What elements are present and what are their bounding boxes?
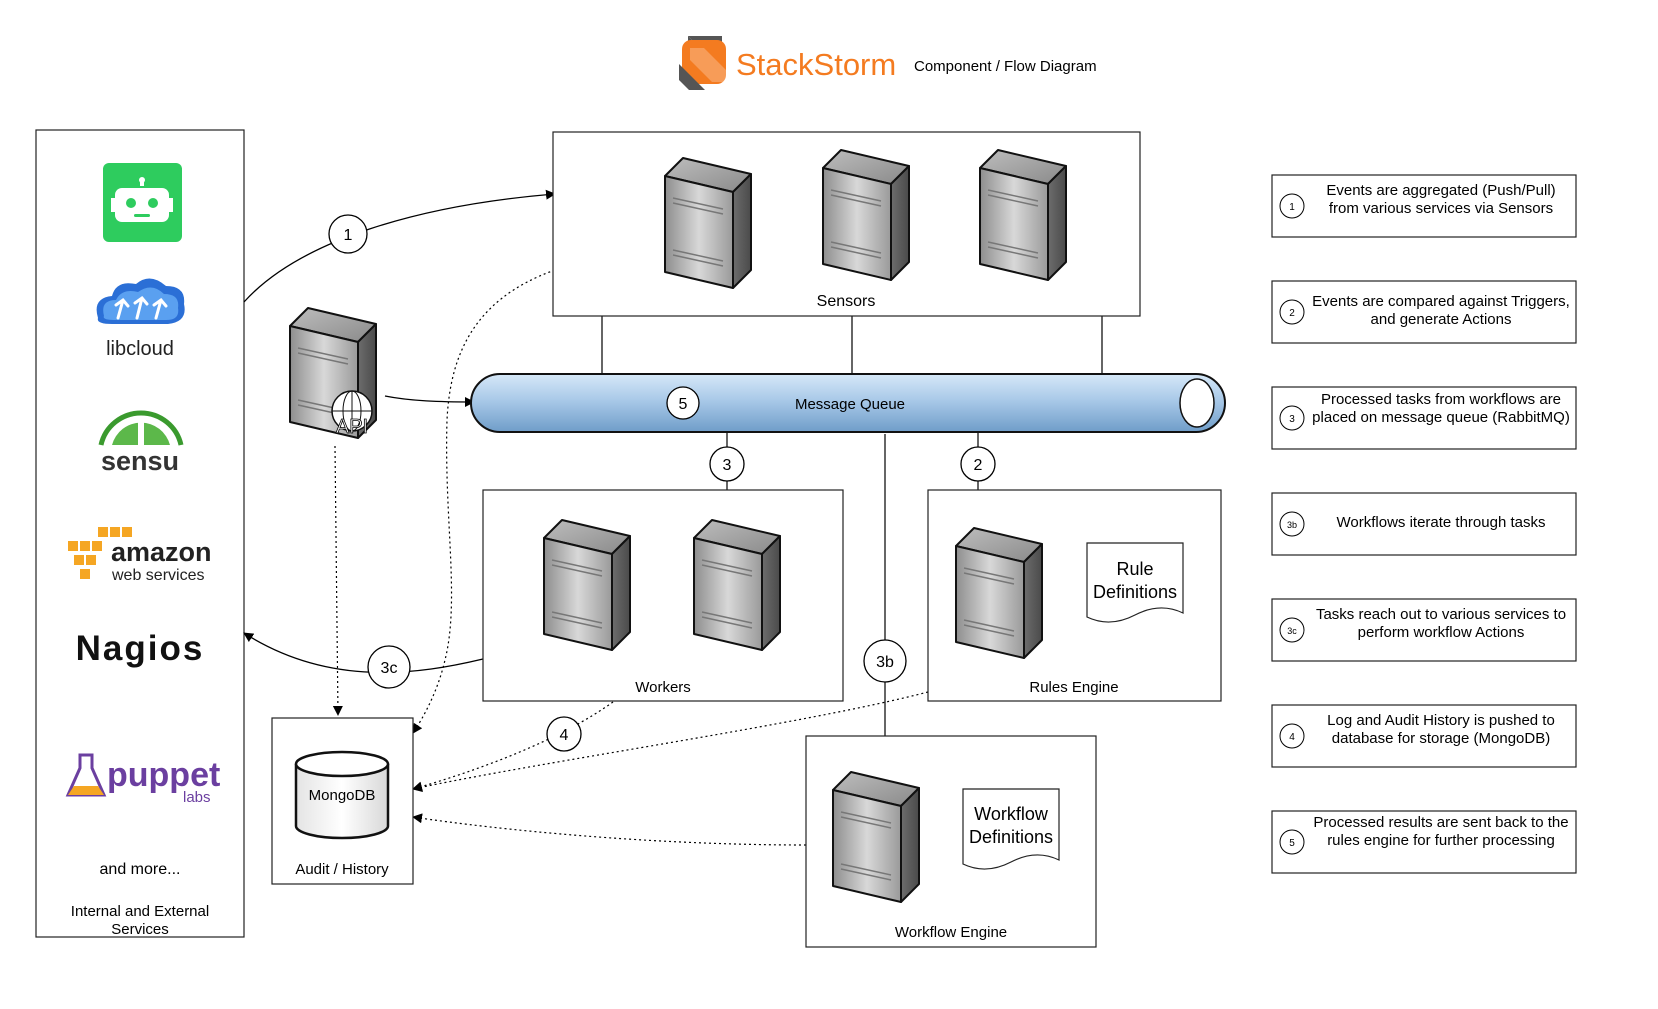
flow-marker-4: 4 [546, 716, 582, 752]
puppet-icon: puppet labs [65, 753, 220, 806]
aws-label: amazon [111, 537, 212, 567]
services-panel [35, 129, 245, 938]
legend-text: Processed tasks from workflows are place… [1312, 391, 1570, 426]
dotted-sensors-to-db [412, 269, 556, 734]
rule-definitions-doc: Rule Definitions [1086, 542, 1184, 623]
audit-history-label: Audit / History [295, 861, 389, 878]
flow-marker-2: 2 [960, 446, 996, 482]
puppet-sublabel: labs [183, 789, 211, 806]
sensors-label: Sensors [817, 293, 876, 310]
message-queue-label: Message Queue [795, 396, 905, 413]
workers-label: Workers [635, 679, 691, 696]
flow-marker-1: 1 [328, 214, 368, 254]
legend-text: Tasks reach out to various services to p… [1315, 606, 1567, 641]
svg-text:3c: 3c [381, 660, 398, 677]
svg-text:2: 2 [974, 457, 983, 474]
svg-text:1: 1 [344, 227, 353, 244]
sensor-server-2 [822, 149, 910, 281]
rule-definitions-label: Rule Definitions [1092, 559, 1178, 602]
workflow-definitions-doc: Workflow Definitions [962, 788, 1060, 870]
services-more: and more... [100, 861, 181, 878]
legend-text: Log and Audit History is pushed to datab… [1327, 712, 1555, 747]
svg-text:4: 4 [1289, 732, 1295, 743]
sensu-icon: sensu [98, 410, 184, 476]
sensu-label: sensu [101, 446, 179, 476]
svg-text:3: 3 [1289, 414, 1295, 425]
workflow-server [832, 771, 920, 903]
svg-text:5: 5 [1289, 838, 1295, 849]
legend-text: Processed results are sent back to the r… [1313, 814, 1569, 849]
flow-marker-5: 5 [666, 386, 700, 420]
svg-text:2: 2 [1289, 308, 1295, 319]
svg-text:1: 1 [1289, 202, 1295, 213]
api-label: API [336, 416, 368, 438]
mongodb-label: MongoDB [309, 787, 376, 804]
mongodb-cylinder: MongoDB [294, 750, 390, 840]
dotted-rules-to-db [412, 691, 929, 793]
flow-marker-3c: 3c [367, 645, 411, 689]
libcloud-icon: libcloud [96, 278, 185, 360]
api-server: API [289, 307, 377, 439]
brand-name: StackStorm [736, 47, 896, 82]
legend-item: 1 Events are aggregated (Push/Pull) from… [1271, 174, 1577, 238]
workflow-engine-label: Workflow Engine [895, 924, 1007, 941]
legend-text: Events are aggregated (Push/Pull) from v… [1326, 182, 1556, 217]
services-caption: Internal and External Services [70, 903, 210, 938]
legend-item: 5 Processed results are sent back to the… [1271, 810, 1577, 874]
robot-icon [103, 163, 182, 242]
nagios-icon: Nagios [76, 629, 205, 668]
legend: 1 Events are aggregated (Push/Pull) from… [1271, 174, 1577, 874]
svg-text:5: 5 [679, 396, 688, 413]
flow-api-to-queue [384, 395, 475, 407]
worker-server-1 [543, 519, 631, 651]
stackstorm-logo: StackStorm [679, 36, 896, 90]
dotted-api-to-db [332, 445, 343, 716]
flow-marker-3b: 3b [863, 639, 907, 683]
libcloud-label: libcloud [106, 338, 174, 360]
sensor-server-1 [664, 157, 752, 289]
legend-item: 3 Processed tasks from workflows are pla… [1271, 386, 1577, 450]
legend-item: 4 Log and Audit History is pushed to dat… [1271, 704, 1577, 768]
svg-text:3b: 3b [1287, 520, 1297, 530]
aws-sublabel: web services [111, 567, 204, 584]
svg-text:3: 3 [723, 457, 732, 474]
aws-icon: amazon web services [68, 527, 212, 584]
legend-text: Events are compared against Triggers, an… [1312, 293, 1570, 328]
message-queue: Message Queue [470, 373, 1226, 433]
sensor-server-3 [979, 149, 1067, 281]
worker-server-2 [693, 519, 781, 651]
diagram-subtitle: Component / Flow Diagram [914, 58, 1097, 75]
dotted-workers-to-db [412, 701, 614, 792]
workflow-definitions-label: Workflow Definitions [968, 804, 1054, 847]
nagios-label: Nagios [76, 629, 205, 668]
flow-services-to-sensors [243, 189, 556, 303]
svg-text:4: 4 [560, 727, 569, 744]
puppet-label: puppet [107, 756, 220, 794]
legend-item: 3c Tasks reach out to various services t… [1271, 598, 1577, 662]
legend-item: 3b Workflows iterate through tasks [1271, 492, 1577, 556]
dotted-workflow-to-db [412, 813, 807, 846]
svg-text:3b: 3b [876, 654, 894, 671]
svg-text:3c: 3c [1287, 626, 1297, 636]
legend-text: Workflows iterate through tasks [1336, 514, 1546, 531]
rules-server [955, 527, 1043, 659]
stackstorm-logo-icon [679, 36, 726, 90]
workers-box [482, 489, 844, 702]
flow-marker-3: 3 [709, 446, 745, 482]
legend-item: 2 Events are compared against Triggers, … [1271, 280, 1577, 344]
rules-engine-label: Rules Engine [1029, 679, 1118, 696]
